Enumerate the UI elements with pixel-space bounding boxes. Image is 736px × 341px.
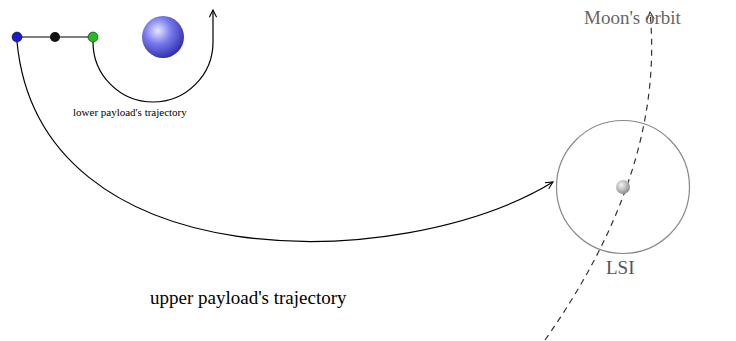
orbit-label: Moon's orbit (584, 8, 681, 27)
lower-payload (88, 32, 98, 42)
center-mass (50, 32, 60, 42)
earth-sphere (142, 16, 184, 58)
moon-orbit (545, 12, 652, 340)
upper-payload (12, 32, 22, 42)
trajectory-label: lower payload's trajectory (73, 107, 187, 118)
lsi-outline (555, 119, 691, 255)
lsi-circle (557, 121, 690, 254)
sphere-of-influence: LSI (556, 120, 690, 254)
upper-trajectory (17, 42, 553, 241)
trajectory-label: upper payload's trajectory (150, 288, 347, 307)
region-label: LSI (606, 258, 635, 277)
lower-trajectory (93, 10, 213, 102)
moon (616, 180, 630, 194)
